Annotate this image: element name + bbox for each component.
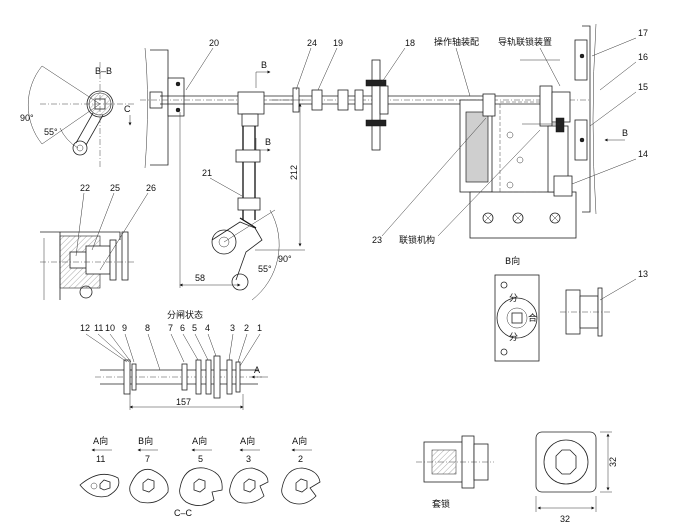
dim-32-vertical: 32 — [608, 457, 618, 467]
callout-17: 17 — [638, 28, 648, 38]
callout-19: 19 — [333, 38, 343, 48]
dim-90-label: 90° — [278, 254, 292, 264]
angle-55-label: 55° — [44, 127, 58, 137]
shaft-a-arrow: A — [254, 365, 260, 375]
cam-num-3: 3 — [246, 454, 251, 464]
dim-212-label: 212 — [289, 165, 299, 180]
detail-22-25-26 — [40, 231, 135, 300]
part-1: 1 — [257, 323, 262, 333]
cam-dir-1: B向 — [138, 435, 153, 447]
b-arrow-top: B — [261, 60, 267, 70]
part-6: 6 — [180, 323, 185, 333]
dim-55-label: 55° — [258, 264, 272, 274]
part-11: 11 — [94, 323, 103, 333]
callout-21: 21 — [202, 168, 212, 178]
section-bb: B–B 90° 55° C — [20, 62, 135, 168]
dial-fen-bottom: 分 — [509, 332, 518, 343]
section-c-arrow-label: C — [124, 104, 131, 114]
callout-22: 22 — [80, 183, 90, 193]
main-shaft-assembly: B B — [140, 23, 628, 239]
section-bb-label: B–B — [95, 66, 112, 76]
callout-23: 23 — [372, 235, 382, 245]
callout-lock-mech: 联锁机构 — [399, 234, 435, 246]
cam-dir-0: A向 — [93, 435, 108, 447]
sep-state-label: 分闸状态 — [167, 309, 203, 321]
cam-num-0: 11 — [96, 454, 105, 464]
callout-13: 13 — [638, 269, 648, 279]
dial-he: 合 — [528, 312, 537, 324]
callout-24: 24 — [307, 38, 317, 48]
callout-18: 18 — [405, 38, 415, 48]
callout-shaft-assy: 操作轴装配 — [434, 36, 479, 48]
angle-90-label: 90° — [20, 113, 34, 123]
part-9: 9 — [122, 323, 127, 333]
part-4: 4 — [205, 323, 210, 333]
cam-num-4: 2 — [298, 454, 303, 464]
lower-crank: 58 90° 55° — [179, 112, 292, 301]
cc-label: C–C — [174, 508, 193, 518]
cam-dir-2: A向 — [192, 435, 207, 447]
part-3: 3 — [230, 323, 235, 333]
cam-views: A向 11 B向 7 A向 5 A向 3 A向 2 C–C — [79, 435, 321, 518]
callout-25: 25 — [110, 183, 120, 193]
b-arrow-right: B — [622, 128, 628, 138]
part-10: 10 — [105, 323, 115, 333]
dim-157-label: 157 — [176, 397, 191, 407]
callouts: 20 24 19 18 操作轴装配 导轨联锁装置 17 16 15 14 13 … — [75, 28, 648, 301]
sleeve-lock: 套锁 32 32 — [416, 431, 618, 524]
cam-num-2: 5 — [198, 454, 203, 464]
dim-212: 212 — [255, 99, 305, 251]
callout-15: 15 — [638, 82, 648, 92]
view-b: B向 分 合 分 — [494, 255, 540, 362]
sleeve-lock-label: 套锁 — [432, 498, 450, 510]
callout-26: 26 — [146, 183, 156, 193]
cam-dir-3: A向 — [240, 435, 255, 447]
part-12: 12 — [80, 323, 90, 333]
dial-fen-top: 分 — [509, 293, 518, 304]
dim-32-horizontal: 32 — [560, 514, 570, 524]
callout-16: 16 — [638, 52, 648, 62]
part-7: 7 — [168, 323, 173, 333]
view-b-label: B向 — [505, 255, 520, 267]
cam-dir-4: A向 — [292, 435, 307, 447]
shaft-part-numbers: 12 11 10 9 8 7 6 5 4 3 2 1 — [80, 323, 262, 371]
part-5: 5 — [192, 323, 197, 333]
part-2: 2 — [244, 323, 249, 333]
shaft-parts-view: 分闸状态 A 157 — [95, 309, 268, 410]
cam-num-1: 7 — [145, 454, 150, 464]
callout-14: 14 — [638, 149, 648, 159]
callout-rail-lock: 导轨联锁装置 — [498, 36, 552, 48]
part-8: 8 — [145, 323, 150, 333]
detail-13 — [560, 287, 610, 337]
dim-58-label: 58 — [195, 273, 205, 283]
b-arrow-mid: B — [265, 137, 271, 147]
callout-20: 20 — [209, 38, 219, 48]
